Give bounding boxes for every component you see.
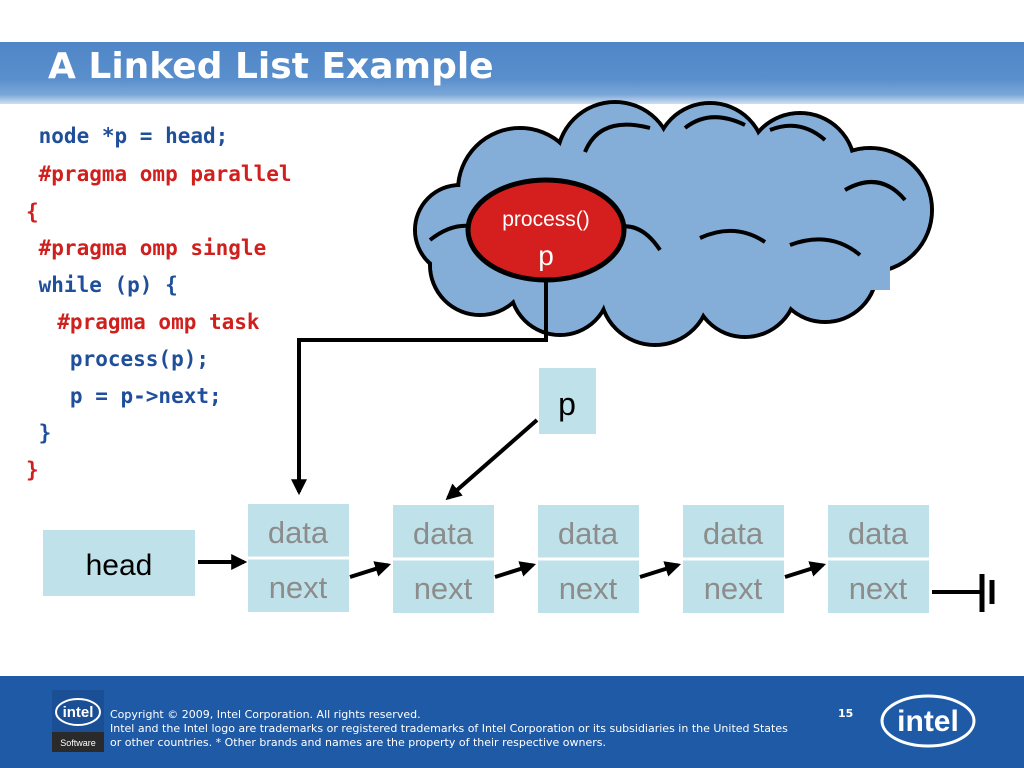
list-node: data next [393,505,494,613]
trademark-line-2: or other countries. * Other brands and n… [110,736,607,749]
next-arrow [784,561,827,579]
copyright-text: Copyright © 2009, Intel Corporation. All… [110,708,421,721]
process-label: process() [502,208,590,231]
pointer-box: p [539,368,596,434]
pointer-arrow [445,418,539,501]
head-label: head [86,549,153,582]
pointer-label: p [558,386,576,422]
list-node: data next [828,505,929,613]
node-data-label: data [413,516,474,551]
next-arrow [639,561,682,579]
node-data-label: data [848,516,909,551]
page-number: 15 [838,707,854,720]
code-line-3: { [26,200,39,224]
logo-big-text: intel [897,705,959,738]
footer: intel Software Copyright © 2009, Intel C… [0,676,1024,768]
intel-software-logo: intel Software [52,690,104,752]
code-line-9: } [26,421,52,445]
code-line-6: #pragma omp task [32,310,260,334]
node-next-label: next [414,571,473,606]
code-line-5: while (p) { [26,273,178,297]
code-line-2: #pragma omp parallel [26,162,292,186]
process-oval: process() p [465,177,627,283]
trademark-line-1: Intel and the Intel logo are trademarks … [110,722,788,735]
node-next-label: next [849,571,908,606]
node-next-label: next [269,570,328,605]
task-connector-arrow [291,282,548,496]
code-line-7: process(p); [32,347,210,371]
list-node: data next [248,504,349,612]
next-arrow [349,561,392,579]
slide-title: A Linked List Example [48,46,494,87]
title-bar: A Linked List Example [0,42,1024,104]
null-terminator-icon [932,574,995,612]
node-next-label: next [559,571,618,606]
logo-small-sub: Software [60,738,96,748]
intel-logo: intel [880,694,976,748]
code-line-4: #pragma omp single [26,236,267,260]
next-arrow [494,561,537,579]
code-line-10: } [26,458,39,482]
footer-legal: Copyright © 2009, Intel Corporation. All… [110,708,830,750]
node-data-label: data [558,516,619,551]
code-line-8: p = p->next; [32,384,222,408]
logo-small-text: intel [63,704,94,721]
code-line-1: node *p = head; [26,124,229,148]
process-var-label: p [538,240,554,271]
node-next-label: next [704,571,763,606]
node-data-label: data [703,516,764,551]
list-node: data next [683,505,784,613]
head-box: head [43,530,195,596]
node-data-label: data [268,515,329,550]
list-node: data next [538,505,639,613]
